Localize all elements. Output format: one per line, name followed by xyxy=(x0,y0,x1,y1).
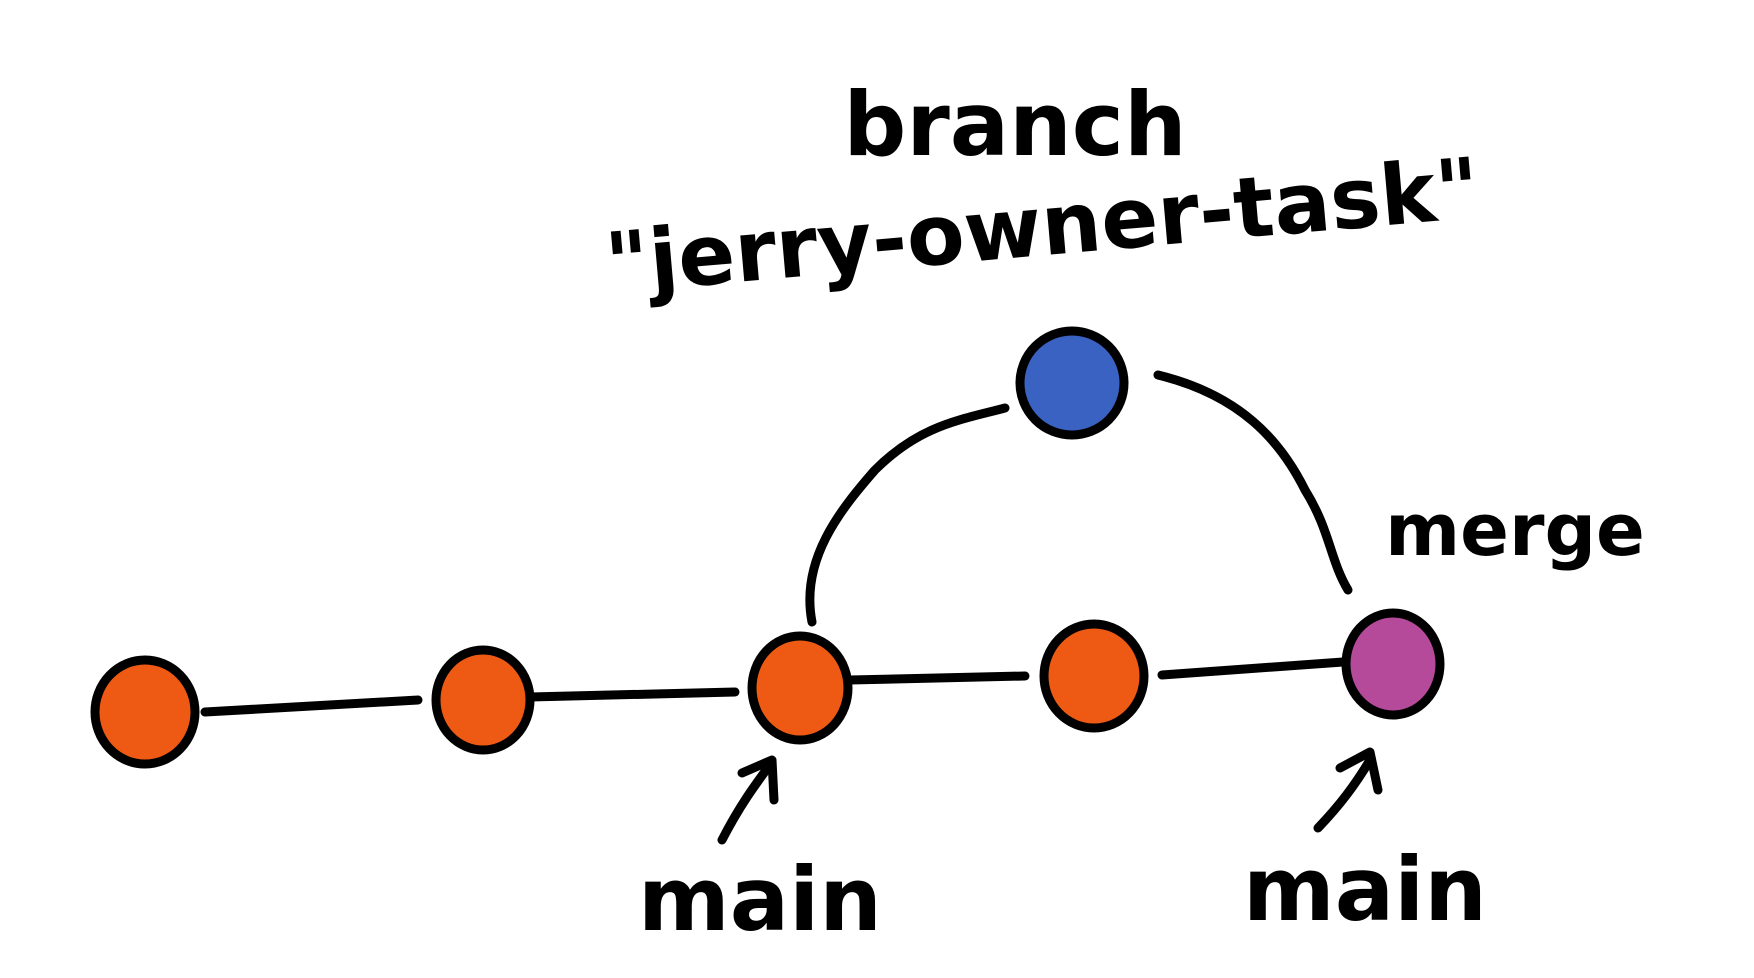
edge-b1-m1 xyxy=(1153,370,1353,595)
commit-node xyxy=(1039,619,1149,733)
main-label-2: main xyxy=(1243,838,1487,941)
edge-c2-c3 xyxy=(525,687,740,702)
main-pointer-arrow-2 xyxy=(1313,747,1383,833)
edge-c1-c2 xyxy=(200,695,423,717)
edge-c3-c4 xyxy=(845,671,1030,685)
commit-edges xyxy=(200,370,1353,717)
commit-node xyxy=(90,655,200,769)
edge-c3-b1 xyxy=(805,403,1010,627)
edge-c4-m1 xyxy=(1157,657,1348,680)
commit-nodes xyxy=(90,326,1445,769)
commit-node xyxy=(431,645,535,755)
main-label-1: main xyxy=(638,848,882,951)
merge-label: merge xyxy=(1385,488,1645,572)
commit-node xyxy=(747,631,853,745)
branch-label-line1: branch xyxy=(843,73,1186,176)
merge-commit-node xyxy=(1341,608,1445,720)
branch-commit-node xyxy=(1015,326,1129,440)
main-pointer-arrow-1 xyxy=(717,755,779,845)
